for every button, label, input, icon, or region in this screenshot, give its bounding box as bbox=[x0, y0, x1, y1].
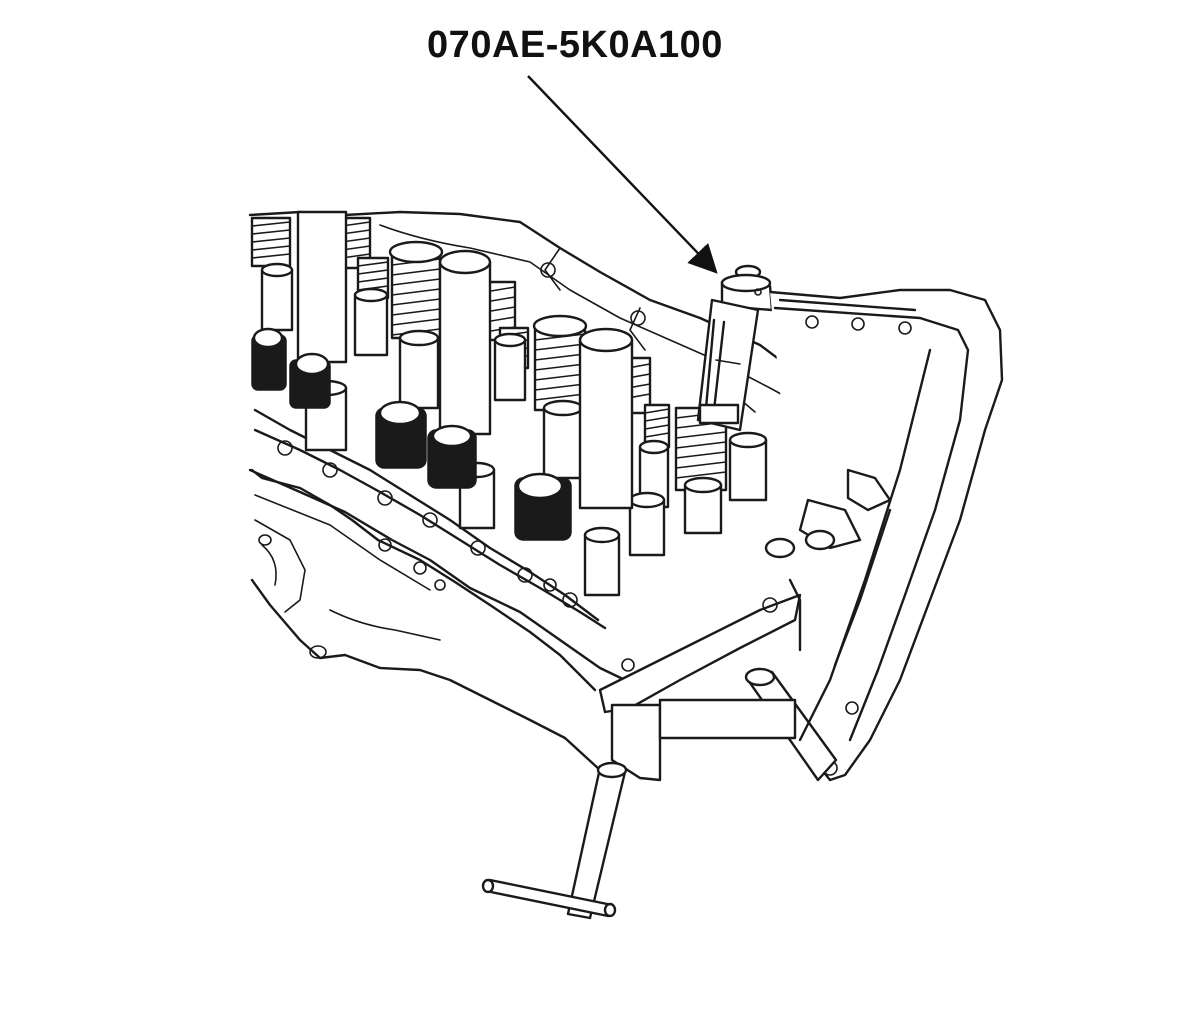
valve-pistons bbox=[296, 210, 634, 510]
part-number-label: 070AE-5K0A100 bbox=[427, 24, 723, 66]
valve-spring-compressor-tool bbox=[598, 264, 1004, 782]
valve-seals bbox=[251, 327, 572, 541]
t-handle bbox=[481, 761, 628, 920]
leader-arrow bbox=[527, 75, 718, 274]
valve-guide-bosses bbox=[260, 262, 768, 597]
